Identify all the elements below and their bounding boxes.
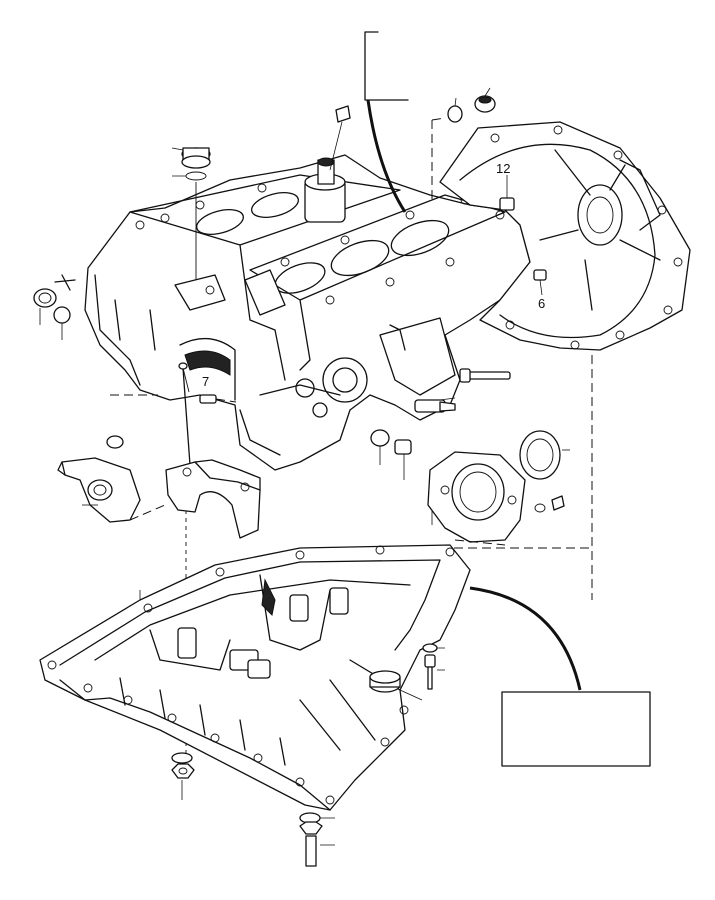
vent-fitting <box>329 105 351 171</box>
sump-bolt-bottom <box>299 812 335 867</box>
sump-drain-plug <box>369 670 423 701</box>
side-bolt <box>459 368 511 383</box>
bell-housing-plug <box>431 87 496 200</box>
reference-bracket <box>364 31 409 213</box>
sump-nut-left <box>171 752 195 800</box>
main-bearing-cap <box>165 459 261 539</box>
bell-housing <box>439 121 691 351</box>
oil-filler-plug <box>171 147 211 280</box>
drain-plug <box>370 429 412 480</box>
callout-12: 12 <box>496 161 510 176</box>
callout-6: 6 <box>538 296 545 311</box>
block-plug <box>106 435 124 449</box>
oil-pressure-sender <box>414 397 456 413</box>
sump-bolt-right <box>422 643 445 690</box>
callout-7: 7 <box>202 374 209 389</box>
dowel-pin-7 <box>199 394 237 404</box>
oil-pump <box>57 394 166 523</box>
oil-sump <box>39 544 471 811</box>
core-plug-left <box>33 274 76 340</box>
engine-block <box>84 154 531 471</box>
rear-seal-housing <box>427 430 570 546</box>
reference-box <box>469 586 651 767</box>
